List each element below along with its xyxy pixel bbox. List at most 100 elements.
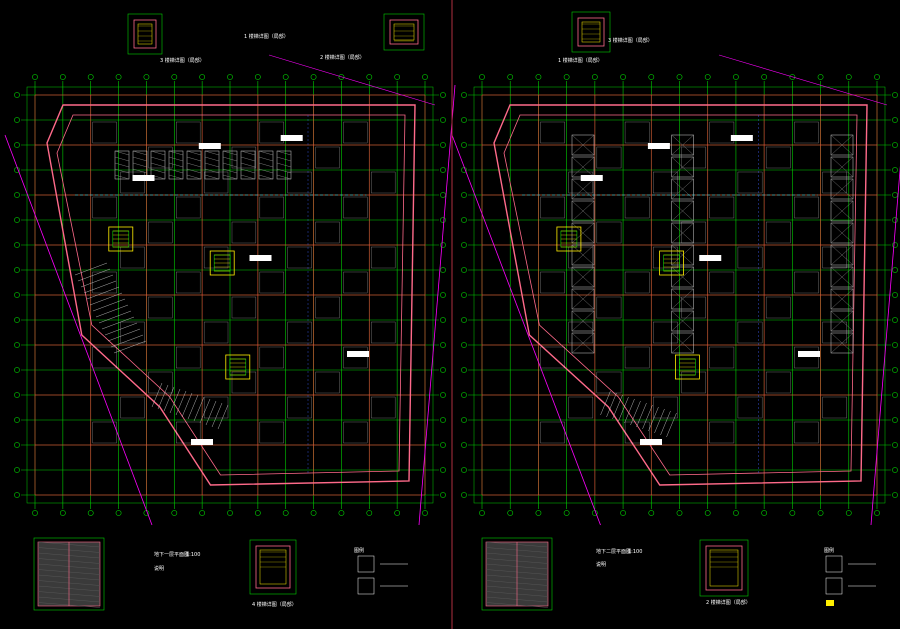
parking-stack [571, 288, 595, 310]
hatch-line [168, 156, 184, 162]
legend-box [825, 577, 843, 595]
right-sheet: 1 楼梯详图（局部） 2 楼梯详图（局部） 3 楼梯详图（局部） 地下二层平面图… [558, 37, 834, 606]
ramp-stripe [600, 390, 611, 416]
hatch-line [240, 174, 256, 180]
parking-bay [287, 396, 312, 419]
room-label-tag [699, 255, 722, 261]
parking-bay [231, 296, 257, 319]
ramp-stripe [618, 396, 629, 422]
hatch-line [114, 156, 130, 162]
hatch-line [222, 150, 238, 156]
hatch-line [830, 156, 854, 178]
hatch-line [830, 200, 854, 222]
axis-bubble [227, 74, 233, 80]
hatch-line [671, 222, 694, 244]
axis-bubble [563, 510, 570, 516]
legend-swatch [826, 600, 834, 606]
axis-bubble [338, 510, 345, 516]
hatch-line [186, 156, 202, 162]
guide-line [451, 134, 601, 526]
axis-bubble [845, 74, 852, 80]
left-notes-title: 说明 [154, 565, 164, 572]
parking-bay [624, 271, 650, 294]
parking-bay [794, 121, 819, 144]
parking-bay [120, 321, 145, 344]
hatch-line [150, 150, 166, 156]
hatch-line [114, 168, 130, 174]
axis-bubble [761, 74, 768, 80]
axis-bubble [254, 74, 261, 80]
ramp-stripe [642, 404, 653, 430]
ramp-hatch [150, 150, 166, 180]
axis-bubble [440, 167, 446, 173]
axis-bubble [648, 510, 655, 516]
detail-wall [255, 545, 291, 589]
parking-bay [765, 296, 791, 319]
parking-bay [653, 396, 678, 419]
left-detail-title-2: 2 楼梯详图（局部） [320, 54, 365, 61]
parking-bay [540, 271, 565, 294]
room-label-tag [249, 255, 272, 261]
axis-bubble [789, 510, 796, 516]
left-main-scale: 1:100 [186, 552, 200, 558]
ramp-stripe [648, 406, 659, 432]
parking-bay [624, 421, 650, 444]
detail-inner [393, 23, 415, 41]
hatch-line [571, 266, 595, 288]
axis-bubble [461, 267, 467, 273]
parking-bay [794, 271, 819, 294]
ramp-stripe [187, 394, 199, 420]
hatch-line [150, 156, 166, 162]
left-main-title: 地下一层平面图 [154, 551, 189, 558]
axis-bubble [845, 510, 852, 516]
hatch-line [222, 168, 238, 174]
axis-bubble [535, 74, 542, 80]
axis-bubble [14, 342, 20, 348]
axis-bubble [817, 510, 824, 516]
parking-stack [830, 222, 854, 244]
parking-bay [176, 271, 201, 294]
axis-bubble [14, 442, 20, 448]
axis-bubble [440, 492, 446, 498]
axis-bubble [461, 117, 467, 123]
axis-bubble [892, 292, 898, 298]
guide-line [4, 134, 153, 526]
axis-bubble [892, 167, 898, 173]
axis-bubble [14, 117, 20, 123]
parking-bay [259, 196, 284, 219]
hatch-line [186, 150, 202, 156]
axis-bubble [461, 417, 467, 423]
parking-bay [92, 196, 117, 219]
parking-bay [343, 346, 368, 369]
axis-bubble [14, 467, 20, 473]
axis-bubble [789, 74, 796, 80]
axis-bubble [14, 242, 20, 248]
detail-inner [709, 549, 739, 587]
ramp-stripe [199, 398, 211, 424]
hatch-line [276, 174, 292, 180]
hatch-line [671, 310, 694, 332]
axis-bubble [227, 510, 233, 516]
ramp-stripe [660, 410, 671, 436]
stair-core [225, 354, 251, 380]
parking-bay [259, 271, 284, 294]
guide-line [268, 54, 436, 106]
parking-stack [830, 266, 854, 288]
hatch-line [186, 174, 202, 180]
axis-bubble [733, 510, 739, 516]
axis-bubble [14, 417, 20, 423]
room-label-tag [280, 135, 303, 141]
parking-bay [315, 221, 340, 244]
axis-bubble [461, 342, 467, 348]
parking-bay [203, 171, 229, 194]
parking-bay [624, 121, 650, 144]
parking-stack [571, 332, 595, 354]
hatch-line [258, 174, 274, 180]
axis-grid-layer [14, 74, 898, 516]
ramp-stripe [163, 386, 175, 412]
detail-inner [581, 21, 601, 43]
axis-bubble [59, 74, 66, 80]
hatch-line [671, 200, 694, 222]
parking-bay [259, 346, 284, 369]
parking-bay [371, 396, 396, 419]
